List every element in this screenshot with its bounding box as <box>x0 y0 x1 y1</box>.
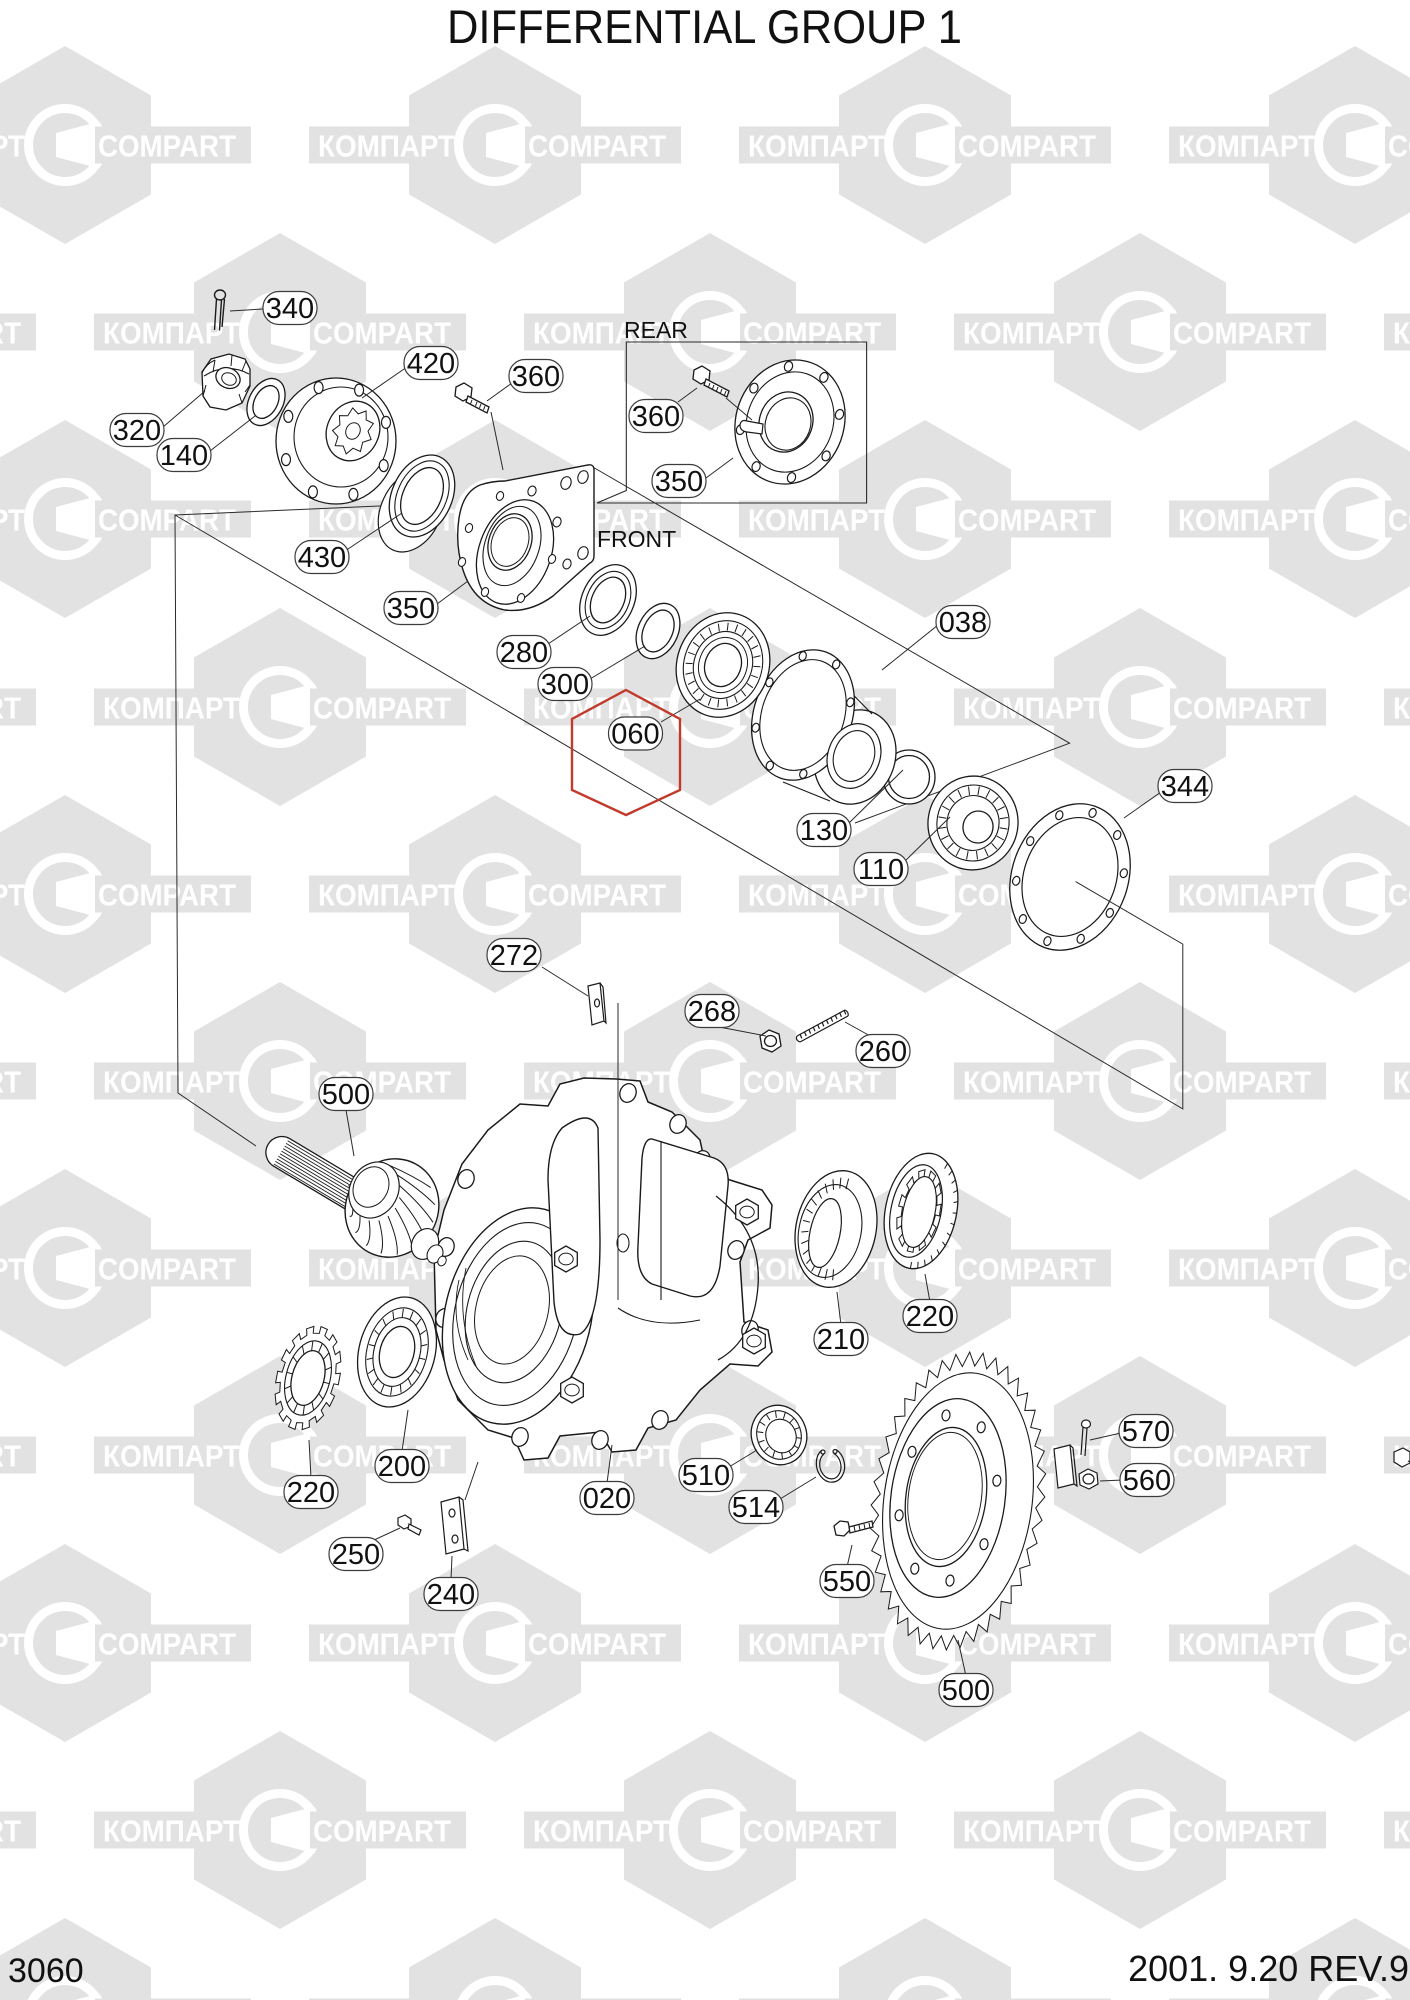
svg-text:210: 210 <box>817 1324 865 1356</box>
svg-text:020: 020 <box>583 1483 631 1515</box>
svg-text:110: 110 <box>858 854 904 886</box>
svg-text:DIFFERENTIAL GROUP 1: DIFFERENTIAL GROUP 1 <box>447 0 962 53</box>
svg-text:420: 420 <box>407 348 455 380</box>
svg-text:200: 200 <box>378 1451 426 1483</box>
svg-text:350: 350 <box>655 466 703 498</box>
svg-text:360: 360 <box>512 361 560 393</box>
svg-text:220: 220 <box>287 1477 335 1509</box>
svg-text:260: 260 <box>859 1036 907 1068</box>
svg-text:FRONT: FRONT <box>597 526 676 552</box>
svg-text:344: 344 <box>1161 771 1209 803</box>
svg-text:240: 240 <box>427 1579 475 1611</box>
svg-text:272: 272 <box>490 940 538 972</box>
svg-text:340: 340 <box>266 293 314 325</box>
svg-text:560: 560 <box>1123 1465 1171 1497</box>
svg-text:220: 220 <box>906 1301 954 1333</box>
svg-text:060: 060 <box>611 719 659 751</box>
svg-text:500: 500 <box>942 1675 990 1707</box>
svg-text:140: 140 <box>160 440 208 472</box>
svg-text:320: 320 <box>113 415 161 447</box>
svg-text:REAR: REAR <box>624 317 688 343</box>
svg-text:350: 350 <box>387 593 435 625</box>
svg-text:2001. 9.20 REV.9: 2001. 9.20 REV.9 <box>1128 1948 1409 1989</box>
svg-text:280: 280 <box>500 637 548 669</box>
svg-text:300: 300 <box>541 669 589 701</box>
svg-text:250: 250 <box>332 1539 380 1571</box>
svg-text:550: 550 <box>823 1566 871 1598</box>
svg-text:360: 360 <box>632 401 680 433</box>
svg-text:510: 510 <box>682 1460 730 1492</box>
svg-text:514: 514 <box>732 1492 780 1524</box>
svg-text:038: 038 <box>939 607 987 639</box>
svg-text:430: 430 <box>298 542 346 574</box>
svg-text:570: 570 <box>1122 1416 1170 1448</box>
svg-text:268: 268 <box>688 996 736 1028</box>
svg-text:3060: 3060 <box>8 1952 84 1990</box>
svg-text:500: 500 <box>322 1079 370 1111</box>
svg-text:130: 130 <box>800 815 848 847</box>
